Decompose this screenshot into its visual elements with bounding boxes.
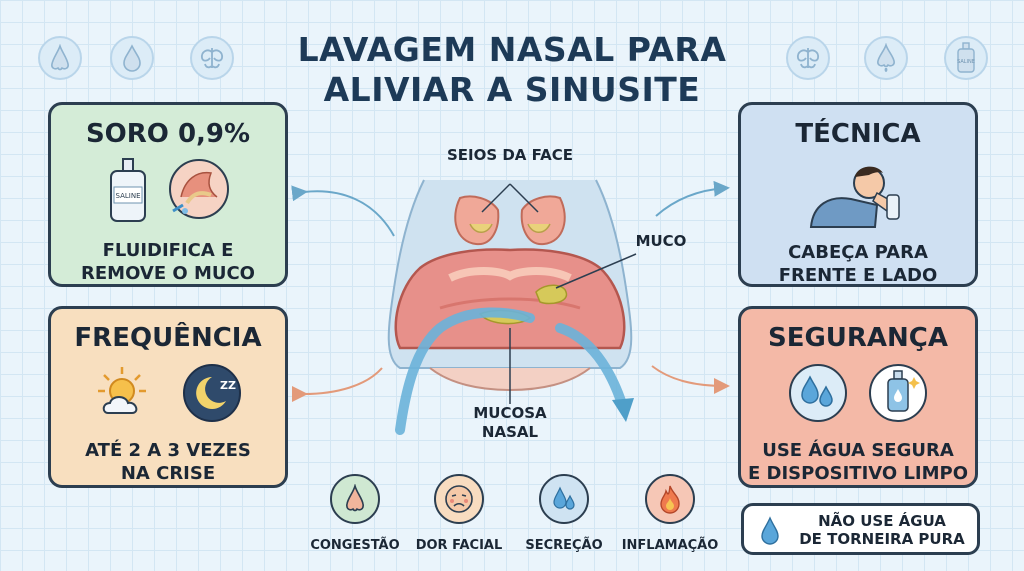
card-soro-icons: SALINE: [51, 157, 285, 227]
title-line-2: ALIVIAR A SINUSITE: [323, 70, 701, 109]
top-bottle-label: SALINE: [957, 59, 975, 65]
mucosa-line2: NASAL: [481, 423, 539, 441]
nasal-cavity-diagram: [387, 179, 637, 435]
flame-icon: [645, 474, 695, 524]
nose-icon: [330, 474, 380, 524]
water-drop-icon: [110, 36, 154, 80]
pained-face-icon: [434, 474, 484, 524]
card-seguranca-icons: [741, 363, 975, 425]
mucosa-nasal-label: MUCOSA NASAL: [450, 404, 570, 442]
mucosa-line1: MUCOSA: [473, 404, 547, 422]
card-soro-title: SORO 0,9%: [85, 119, 251, 149]
sun-cloud-icon: [98, 367, 146, 414]
symptom-secrecao-label: SECREÇÃO: [525, 538, 603, 553]
symptom-inflamacao: [645, 474, 695, 524]
nose-icon: [38, 36, 82, 80]
sleep-zz-label: ZZ: [220, 379, 236, 392]
card-frequencia-icons: ZZ: [51, 363, 285, 425]
symptom-inflamacao-label: INFLAMAÇÃO: [621, 538, 719, 553]
left-arrows: [291, 185, 395, 403]
warning-text: NÃO USE ÁGUA DE TORNEIRA PURA: [790, 512, 974, 548]
seios-da-face-label: SEIOS DA FACE: [446, 146, 574, 164]
card-soro: SORO 0,9% SALINE FLUIDIFICA E REMOVE O M…: [48, 102, 288, 287]
card-tecnica-line2: FRENTE E LADO: [778, 265, 938, 286]
card-tecnica-title: TÉCNICA: [795, 119, 921, 149]
water-drop-icon: [761, 516, 779, 545]
card-soro-line1: FLUIDIFICA E: [102, 240, 234, 261]
card-seguranca-line1: USE ÁGUA SEGURA: [762, 440, 954, 461]
card-frequencia: FREQUÊNCIA ZZ ATÉ 2 A 3 VEZES NA CRISE: [48, 306, 288, 488]
symptom-secrecao: [539, 474, 589, 524]
page-title: LAVAGEM NASAL PARA ALIVIAR A SINUSITE: [250, 30, 774, 110]
card-tecnica-line1: CABEÇA PARA: [788, 242, 928, 263]
sinus-icon: [190, 36, 234, 80]
card-seguranca-line2: E DISPOSITIVO LIMPO: [747, 463, 969, 484]
warning-line2: DE TORNEIRA PURA: [799, 530, 965, 548]
warning-line1: NÃO USE ÁGUA: [818, 512, 946, 530]
symptom-dor-facial: [434, 474, 484, 524]
drops-icon: [539, 474, 589, 524]
saline-bottle-icon: SALINE: [110, 158, 146, 222]
symptom-congestao-label: CONGESTÃO: [310, 538, 400, 553]
moon-sleep-icon: ZZ: [183, 364, 241, 422]
right-arrows: [651, 180, 730, 394]
person-rinsing-icon: [809, 166, 900, 228]
saline-bottle-icon: SALINE: [944, 36, 988, 80]
sinus-icon-right: [786, 36, 830, 80]
nose-drip-icon: [864, 36, 908, 80]
title-line-1: LAVAGEM NASAL PARA: [297, 30, 727, 69]
card-tecnica-icon: [741, 155, 975, 229]
symptom-congestao: [330, 474, 380, 524]
card-seguranca-title: SEGURANÇA: [767, 323, 949, 353]
card-seguranca: SEGURANÇA USE ÁGUA SEGURA E DISPOSITIVO …: [738, 306, 978, 488]
warning-box: NÃO USE ÁGUA DE TORNEIRA PURA: [741, 503, 980, 555]
symptom-dor-facial-label: DOR FACIAL: [415, 538, 503, 553]
nasal-cavity-icon: [169, 159, 229, 219]
card-tecnica: TÉCNICA CABEÇA PARA FRENTE E LADO: [738, 102, 978, 287]
card-soro-line2: REMOVE O MUCO: [81, 263, 255, 284]
clean-bottle-icon: [869, 364, 927, 422]
muco-label: MUCO: [635, 232, 687, 250]
card-frequencia-line1: ATÉ 2 A 3 VEZES: [85, 440, 251, 461]
card-frequencia-title: FREQUÊNCIA: [74, 323, 262, 353]
water-drops-icon: [789, 364, 847, 422]
card-frequencia-line2: NA CRISE: [120, 463, 216, 484]
saline-bottle-label: SALINE: [116, 192, 141, 200]
